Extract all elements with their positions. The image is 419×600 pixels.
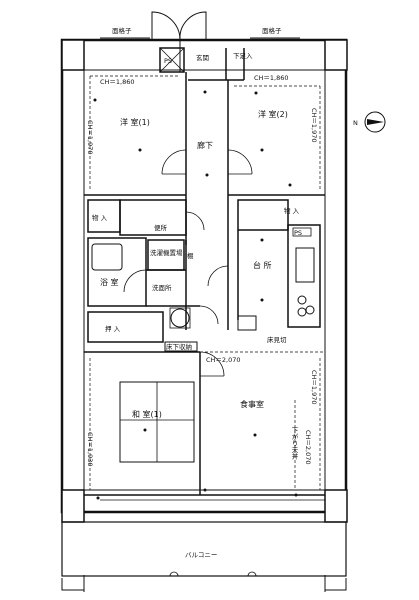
label-bath: 浴 室 [100, 277, 119, 287]
label-under-floor: 床下収納 [166, 342, 192, 351]
label-storage-left: 物 入 [92, 213, 108, 222]
label-ps-top: PS [164, 57, 172, 65]
label-washroom: 洗面所 [152, 283, 172, 292]
ch-western2-side: CH＝1,970 [310, 108, 318, 143]
interior-walls [61, 47, 347, 592]
outer-walls [60, 38, 348, 523]
label-washer: 洗濯機置場 [150, 248, 183, 257]
label-ps-mid: PS [294, 229, 302, 237]
label-kitchen: 台 所 [253, 260, 272, 270]
door-swings [123, 149, 253, 377]
entrance-doors [151, 11, 207, 72]
ch-japanese-side: CH＝1,930 [86, 432, 94, 467]
label-kitchen-cabinet: 床見切 [267, 335, 287, 344]
outlet-markers [93, 90, 298, 500]
ch-dining-inner: CH＝2,070 [304, 430, 312, 465]
ceiling-height-labels: CH＝1,860 CH＝1,970 CH＝1,860 CH＝1,970 CH＝2… [86, 74, 318, 467]
ceiling-dashes [89, 75, 321, 490]
label-ceiling-drop: 下がり天井 [290, 427, 298, 461]
label-entrance: 玄関 [196, 53, 209, 62]
label-dining: 食事室 [240, 399, 264, 409]
label-hallway: 廊下 [197, 140, 213, 150]
compass-label: N [353, 119, 358, 127]
ch-western1-top: CH＝1,860 [100, 78, 135, 86]
ch-dining-top: CH＝2,070 [206, 356, 241, 364]
compass-icon: N [353, 111, 386, 133]
label-lattice-left: 面格子 [112, 26, 132, 35]
label-toilet: 便所 [154, 223, 168, 232]
label-western1: 洋 室(1) [120, 117, 150, 127]
ch-western2-top: CH＝1,860 [254, 74, 289, 82]
label-balcony: バルコニー [185, 551, 217, 559]
label-lattice-right: 面格子 [262, 26, 282, 35]
ch-dining-side: CH＝1,970 [310, 370, 318, 405]
label-japanese: 和 室(1) [132, 409, 162, 419]
ch-western1-side: CH＝1,970 [86, 120, 94, 155]
label-shelf: 棚 [187, 251, 194, 260]
room-labels: 面格子 面格子 PS 玄関 下足入 洋 室(1) 洋 室(2) 廊下 物 入 物… [92, 26, 302, 559]
label-storage-right: 物 入 [284, 206, 300, 215]
label-shoe-box: 下足入 [233, 52, 253, 60]
label-closet: 押 入 [105, 324, 121, 333]
label-western2: 洋 室(2) [258, 109, 288, 119]
